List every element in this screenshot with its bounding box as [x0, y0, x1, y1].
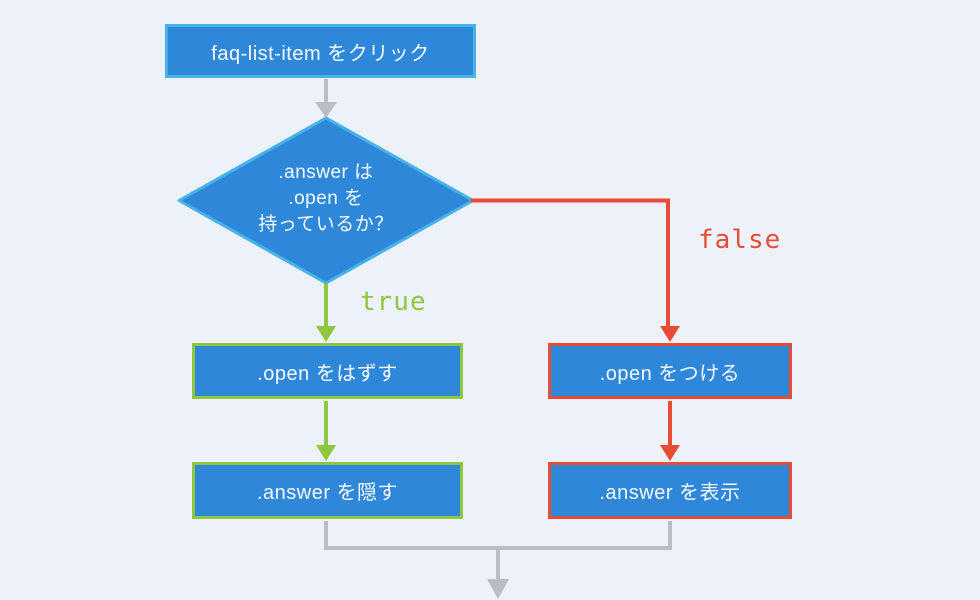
process-node-hide-answer: .answer を隠す	[192, 462, 463, 519]
arrowhead-down-icon	[315, 102, 337, 118]
arrowhead-down-icon	[316, 326, 336, 342]
arrowhead-down-icon	[660, 326, 680, 342]
true-step-arrow	[316, 401, 336, 461]
process-node-add-open-class: .open をつける	[548, 343, 792, 399]
branch-label-true: true	[360, 287, 427, 317]
decision-diamond-shape	[177, 116, 475, 285]
decision-line-1: .answer は	[278, 162, 374, 183]
false-branch-arrow	[471, 198, 680, 342]
start-node: faq-list-item をクリック	[165, 24, 476, 78]
arrowhead-down-icon	[660, 445, 680, 461]
true-branch-arrow	[316, 284, 336, 342]
arrowhead-down-icon	[316, 445, 336, 461]
merge-connector	[324, 521, 672, 599]
decision-line-2: .open を	[288, 188, 364, 209]
false-step-arrow	[660, 401, 680, 461]
arrowhead-down-icon	[487, 579, 509, 599]
decision-node: .answer は .open を 持っているか？	[206, 160, 446, 238]
process-node-remove-open-class: .open をはずす	[192, 343, 463, 399]
branch-label-false: false	[698, 225, 782, 255]
process-node-show-answer: .answer を表示	[548, 462, 792, 519]
decision-line-3: 持っているか？	[258, 214, 394, 235]
start-to-decision-arrow	[315, 79, 337, 118]
